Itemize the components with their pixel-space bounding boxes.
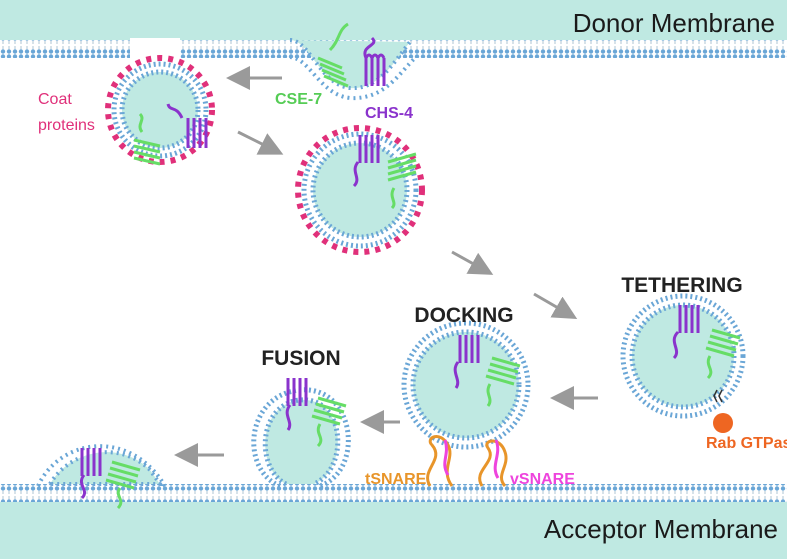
cse7-bud-icon (133, 112, 161, 166)
tethering-label: TETHERING (621, 274, 742, 297)
vsnare-icon (443, 439, 450, 476)
rab-gtpase-icon (713, 413, 733, 433)
cse7-fusion-icon (311, 396, 347, 448)
tethering-vesicle (620, 293, 746, 433)
arrow-down-right-3 (533, 292, 578, 320)
acceptor-membrane (0, 444, 787, 559)
rab-gtpase-label: Rab GTPase (706, 435, 787, 452)
cse7-label: CSE-7 (275, 91, 322, 108)
budding-coated-vesicle (105, 55, 215, 165)
fusion-label: FUSION (261, 347, 340, 370)
donor-membrane-label: Donor Membrane (573, 8, 775, 38)
chs4-label: CHS-4 (365, 105, 413, 122)
cse7-dock-icon (485, 356, 521, 407)
process-arrows (174, 66, 598, 467)
coat-proteins-label-line1: Coat (38, 91, 72, 108)
arrow-down-right-1 (237, 130, 284, 155)
protein-glyphs (79, 22, 741, 510)
cse7-vesicle-icon (387, 152, 417, 210)
chs4-fusion-icon (285, 378, 308, 431)
docking-label: DOCKING (414, 304, 513, 327)
cse7-tether-icon (705, 328, 741, 380)
coat-proteins-label-line2: proteins (38, 117, 95, 134)
cse7-donor-icon (317, 22, 349, 88)
donor-membrane (0, 0, 787, 101)
chs4-bud-icon (166, 103, 208, 148)
chs4-vesicle-icon (352, 135, 380, 188)
arrow-down-right-2 (451, 250, 494, 275)
chs4-acceptor-icon (79, 448, 102, 500)
vsnare-label: vSNARE (510, 471, 575, 488)
chs4-dock-icon (453, 335, 480, 389)
tsnare-label: tSNARE (365, 471, 427, 488)
tsnare-icon (426, 435, 454, 487)
acceptor-membrane-label: Acceptor Membrane (544, 514, 778, 544)
chs4-tether-icon (672, 305, 700, 360)
cse7-acceptor-icon (105, 460, 141, 510)
chs4-donor-icon (363, 36, 386, 86)
